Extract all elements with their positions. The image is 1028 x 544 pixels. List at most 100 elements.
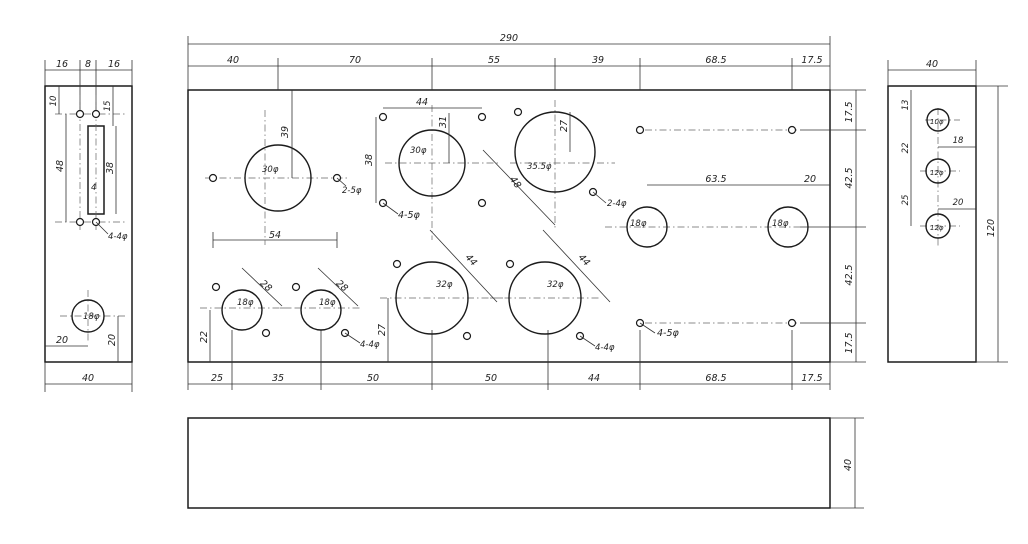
label-32mm-b: 32φ <box>547 280 564 290</box>
left-dim-10: 10 <box>49 96 59 107</box>
callout-2-4mm: 2-4φ <box>607 199 627 209</box>
left-side-view: 16 8 16 10 15 48 38 4 4-4φ 18φ 20 20 40 <box>44 59 133 392</box>
left-bottom-40: 40 <box>82 373 94 384</box>
callout-4-5mm-right: 4-5φ <box>657 328 680 339</box>
bottom-dim-1: 25 <box>211 373 223 384</box>
callout-4-4mm-right: 4-4φ <box>595 343 615 353</box>
bottom-height-dim-line <box>830 417 864 509</box>
right-dim-18: 18 <box>953 136 964 146</box>
bottom-height-40: 40 <box>843 459 854 471</box>
right-side-view: 40 10φ 12φ 12φ 13 22 25 18 20 120 <box>887 59 1008 363</box>
right-hole-10mm <box>926 108 950 132</box>
right-height-120: 120 <box>986 219 997 237</box>
dim-27-top: 27 <box>559 120 570 132</box>
top-dim-2: 70 <box>349 55 361 66</box>
hole-30mm-center <box>398 129 466 197</box>
right-hole-label-2: 12φ <box>930 169 944 177</box>
hole-18mm-bottom-b <box>300 289 342 331</box>
right-dim-2: 42.5 <box>844 167 855 188</box>
right-top-dim-line <box>887 60 977 86</box>
bottom-dim-2: 35 <box>272 373 284 384</box>
right-dim-25: 25 <box>901 195 911 206</box>
left-hole-18mm <box>71 299 105 333</box>
dim-38: 38 <box>364 154 375 166</box>
dim-44-b: 44 <box>576 252 592 268</box>
dim-44-b-line <box>542 229 611 303</box>
dim-27-bottom: 27 <box>377 324 388 336</box>
label-30mm-center: 30φ <box>410 146 427 156</box>
left-bottom-dim-line <box>44 362 133 392</box>
hole-30mm-left <box>244 144 312 212</box>
left-callout-4-4mm: 4-4φ <box>108 232 128 242</box>
dim-48-line <box>482 149 556 226</box>
front-panel-outline <box>187 89 831 363</box>
label-18mm-bottom-b: 18φ <box>319 298 336 308</box>
right-dim-1: 17.5 <box>844 101 855 122</box>
dim-39: 39 <box>280 126 291 138</box>
left-top-1: 16 <box>56 59 68 70</box>
top-dim-6: 17.5 <box>801 55 822 66</box>
left-dim-15: 15 <box>103 101 113 112</box>
hole-35-5mm <box>514 111 596 193</box>
hole-18mm-right-b <box>767 206 809 248</box>
bottom-view-outline <box>187 417 831 509</box>
hole-18mm-bottom-a <box>221 289 263 331</box>
right-hole-label-1: 10φ <box>930 118 944 126</box>
right-dim-13: 13 <box>901 100 911 111</box>
right-dim-3: 42.5 <box>844 264 855 285</box>
left-dim-38: 38 <box>105 162 116 174</box>
left-dim-20a: 20 <box>56 335 68 346</box>
dim-20-right: 20 <box>804 174 816 185</box>
bottom-dim-6: 68.5 <box>705 373 726 384</box>
label-35-5mm: 35.5φ <box>527 162 552 172</box>
dim-44-a: 44 <box>463 252 479 268</box>
bottom-dim-5: 44 <box>588 373 600 384</box>
dim-28-a: 28 <box>257 278 273 294</box>
right-dim-20: 20 <box>953 198 964 208</box>
label-30mm-left: 30φ <box>262 165 279 175</box>
left-dim-20b: 20 <box>107 334 118 346</box>
top-dim-5: 68.5 <box>705 55 726 66</box>
dim-31: 31 <box>438 116 449 128</box>
label-18mm-right-b: 18φ <box>772 219 789 229</box>
hole-32mm-b <box>508 261 582 335</box>
right-top-40: 40 <box>926 59 938 70</box>
top-dim-4: 39 <box>592 55 604 66</box>
dim-54: 54 <box>269 230 281 241</box>
bottom-dim-3: 50 <box>367 373 379 384</box>
front-panel-view: 290 40 70 55 39 68.5 17.5 25 35 50 50 44… <box>187 33 866 390</box>
dim-28-b-line <box>317 267 359 307</box>
label-18mm-right-a: 18φ <box>630 219 647 229</box>
small-mounting-holes <box>208 107 797 341</box>
label-32mm-a: 32φ <box>436 280 453 290</box>
dim-54-line <box>212 232 338 248</box>
top-dim-1: 40 <box>227 55 239 66</box>
bottom-dim-4: 50 <box>485 373 497 384</box>
callout-4-5mm-center: 4-5φ <box>398 210 421 221</box>
left-view-outline <box>44 85 133 363</box>
right-height-dim-line <box>976 85 1008 363</box>
right-hole-label-3: 12φ <box>930 224 944 232</box>
dim-44-a-line <box>429 229 498 303</box>
dim-28-a-line <box>241 267 283 307</box>
callout-2-5mm: 2-5φ <box>342 186 362 196</box>
overall-width-label: 290 <box>500 33 518 44</box>
label-18mm-bottom-a: 18φ <box>237 298 254 308</box>
dim-44-top: 44 <box>416 97 428 108</box>
dim-28-b: 28 <box>333 278 349 294</box>
dim-63-5: 63.5 <box>705 174 726 185</box>
left-dim-4: 4 <box>91 183 96 193</box>
callout-4-4mm-left: 4-4φ <box>360 340 380 350</box>
left-top-3: 16 <box>108 59 120 70</box>
left-dim-48: 48 <box>55 160 66 172</box>
right-dim-22: 22 <box>901 143 911 154</box>
right-hole-12mm-a <box>925 158 951 184</box>
hole-18mm-right-a <box>626 206 668 248</box>
dim-48: 48 <box>507 174 523 190</box>
left-top-2: 8 <box>85 59 91 70</box>
right-dim-4: 17.5 <box>844 332 855 353</box>
hole-32mm-a <box>395 261 469 335</box>
right-hole-12mm-b <box>925 213 951 239</box>
